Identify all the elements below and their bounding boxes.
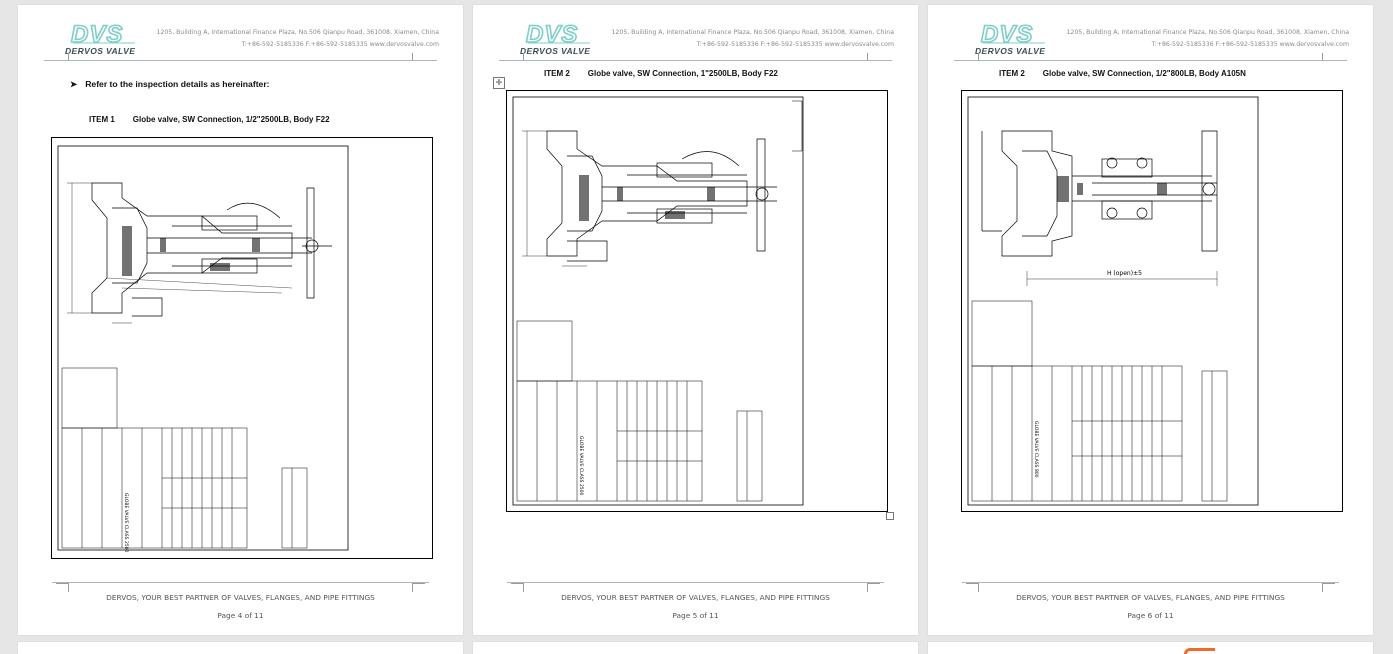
resize-handle[interactable] [886,512,894,520]
header-rule [44,60,437,61]
dvs-logo-icon: DVS [70,21,135,45]
page-number: Page 5 of 11 [672,611,719,620]
valve-drawing: GLOBE VALVE CLASS 2500 [57,145,349,553]
drawing-title: GLOBE VALVE CLASS 800 [1033,421,1039,478]
page-number: Page 4 of 11 [217,611,264,620]
footer-slogan: DERVOS, YOUR BEST PARTNER OF VALVES, FLA… [106,593,375,602]
svg-text:DVS: DVS [526,21,578,45]
move-handle-icon[interactable]: ✛ [493,77,505,89]
inspection-intro-text: Refer to the inspection details as herei… [85,79,270,89]
address-line: 1205, Building A, International Finance … [156,29,439,36]
footer-rule [507,582,884,583]
inspection-intro: ➤ Refer to the inspection details as here… [70,79,270,90]
contact-line: T:+86-592-5185336 F:+86-592-5185335 www.… [696,41,894,48]
page-number: Page 6 of 11 [1127,611,1174,620]
footer-corner-mark [412,583,425,592]
footer-corner-mark [966,583,979,592]
footer-corner-mark [511,583,524,592]
cursor-accent-mark [1184,648,1215,654]
header-rule [499,60,892,61]
company-logo: DVS DERVOS VALVE [63,21,145,57]
item-heading: ITEM 2 Globe valve, SW Connection, 1/2"80… [999,69,1246,78]
company-address: 1205, Building A, International Finance … [611,27,894,51]
svg-text:DVS: DVS [71,21,123,45]
item-label: ITEM 2 [544,69,570,78]
item-heading: ITEM 2 Globe valve, SW Connection, 1"2500… [544,69,778,78]
header-rule [954,60,1347,61]
document-page-9 [928,642,1373,654]
valve-drawing: H (open)±5 [967,96,1259,506]
item-label: ITEM 1 [89,115,115,124]
logo-subtitle: DERVOS VALVE [520,46,591,56]
logo-subtitle: DERVOS VALVE [65,46,136,56]
document-page-6: DVS DERVOS VALVE 1205, Building A, Inter… [928,5,1373,635]
footer-slogan: DERVOS, YOUR BEST PARTNER OF VALVES, FLA… [561,593,830,602]
arrow-right-icon: ➤ [70,79,78,89]
item-description: Globe valve, SW Connection, 1/2"800LB, B… [1042,69,1246,78]
document-page-7 [18,642,463,654]
footer-rule [52,582,429,583]
contact-line: T:+86-592-5185336 F:+86-592-5185335 www.… [1151,41,1349,48]
address-line: 1205, Building A, International Finance … [1066,29,1349,36]
address-line: 1205, Building A, International Finance … [611,29,894,36]
footer-rule [962,582,1339,583]
technical-drawing-frame[interactable]: GLOBE VALVE CLASS 2500 [506,90,888,512]
item-description: Globe valve, SW Connection, 1/2"2500LB, … [132,115,330,124]
footer-corner-mark [56,583,69,592]
technical-drawing-frame[interactable]: GLOBE VALVE CLASS 2500 [51,137,433,559]
dvs-logo-icon: DVS [525,21,590,45]
item-heading: ITEM 1 Globe valve, SW Connection, 1/2"25… [89,115,330,124]
drawing-title: GLOBE VALVE CLASS 2500 [578,436,584,496]
svg-text:DVS: DVS [981,21,1033,45]
company-address: 1205, Building A, International Finance … [1066,27,1349,51]
drawing-title: GLOBE VALVE CLASS 2500 [123,493,129,553]
item-description: Globe valve, SW Connection, 1"2500LB, Bo… [587,69,778,78]
technical-drawing-frame[interactable]: H (open)±5 [961,90,1343,512]
footer-slogan: DERVOS, YOUR BEST PARTNER OF VALVES, FLA… [1016,593,1285,602]
company-address: 1205, Building A, International Finance … [156,27,439,51]
company-logo: DVS DERVOS VALVE [518,21,600,57]
dvs-logo-icon: DVS [980,21,1045,45]
footer-corner-mark [867,583,880,592]
company-logo: DVS DERVOS VALVE [973,21,1055,57]
valve-drawing: GLOBE VALVE CLASS 2500 [512,96,804,506]
contact-line: T:+86-592-5185336 F:+86-592-5185335 www.… [241,41,439,48]
document-page-8 [473,642,918,654]
footer-corner-mark [1322,583,1335,592]
document-page-4: DVS DERVOS VALVE 1205, Building A, Inter… [18,5,463,635]
document-page-5: DVS DERVOS VALVE 1205, Building A, Inter… [473,5,918,635]
dimension-label: H (open)±5 [1107,270,1142,277]
logo-subtitle: DERVOS VALVE [975,46,1046,56]
item-label: ITEM 2 [999,69,1025,78]
